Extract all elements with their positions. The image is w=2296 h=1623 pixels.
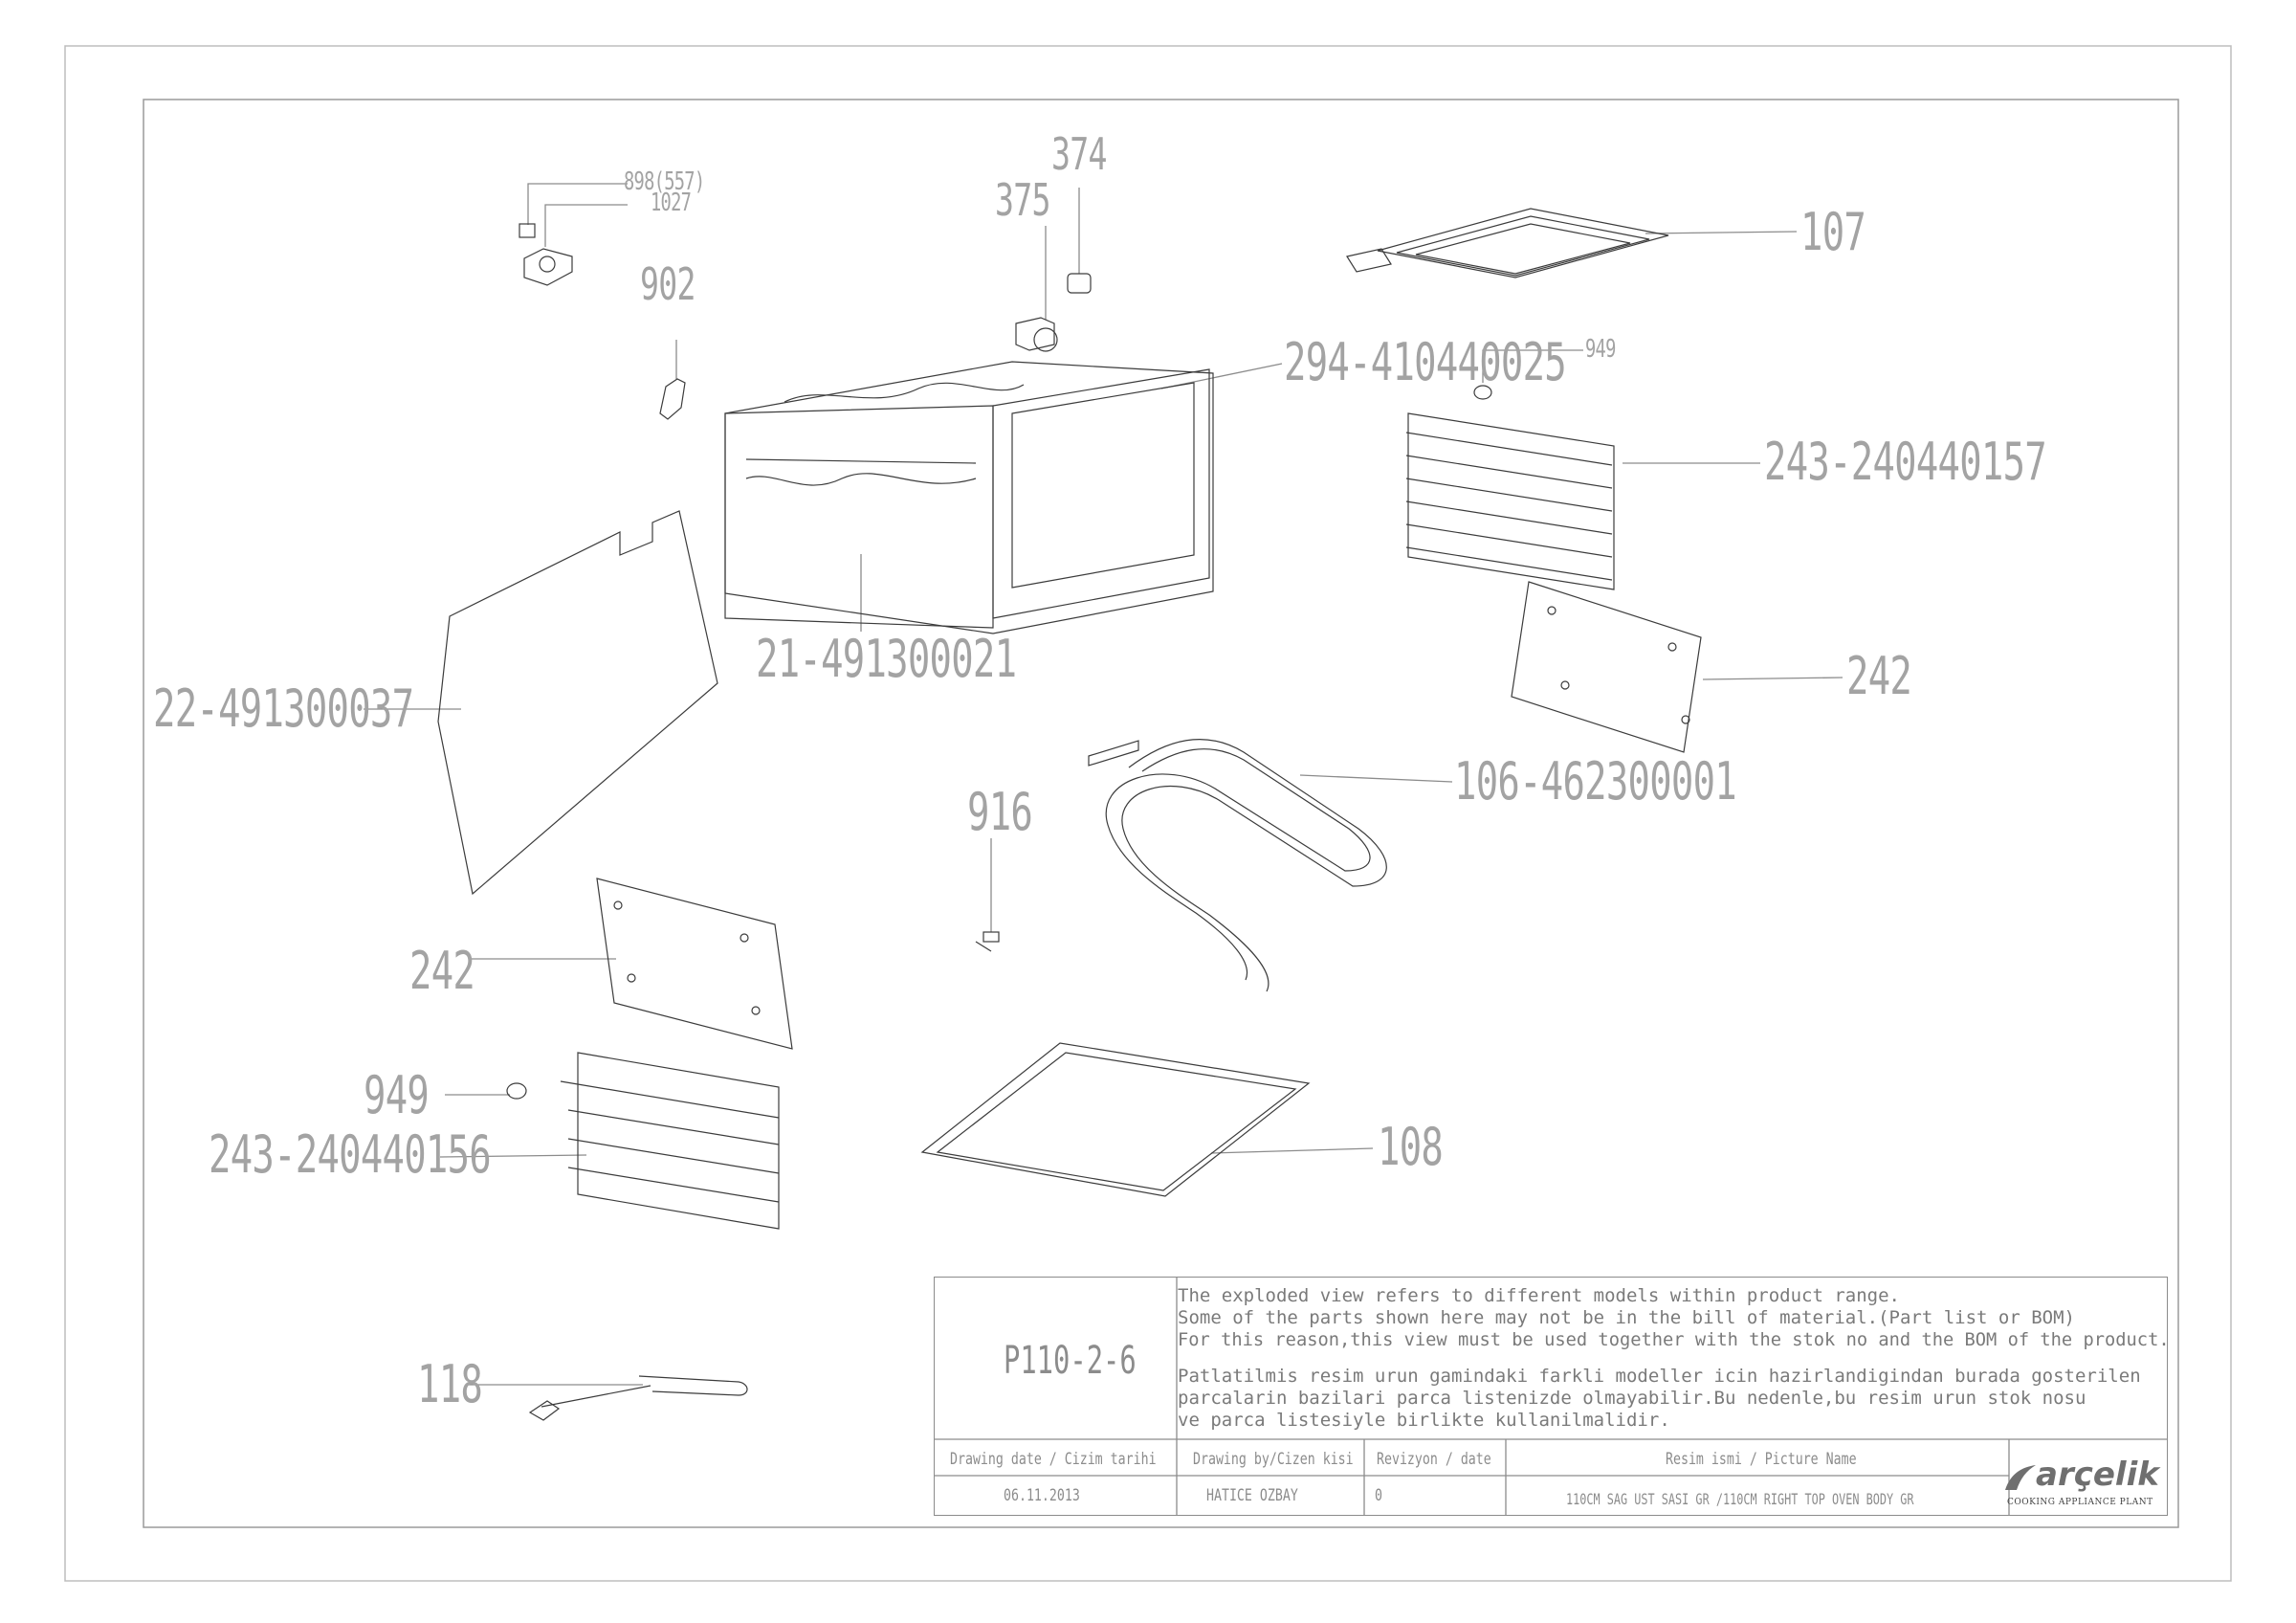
value-drawing-by: HATICE OZBAY [1206, 1486, 1298, 1505]
callout-242-right: 242 [1846, 646, 1912, 706]
note-tr-line-3: ve parca listesiyle birlikte kullanilmal… [1178, 1410, 1670, 1431]
title-block-grid [934, 1277, 2168, 1516]
note-tr-line-2: parcalarin bazilari parca listenizde olm… [1178, 1388, 2086, 1409]
header-revision: Revizyon / date [1377, 1450, 1491, 1469]
callout-22: 22-491300037 [153, 678, 414, 739]
callout-243-240440157: 243-240440157 [1764, 432, 2047, 492]
part-949-nut-top [1473, 385, 1492, 400]
part-949-nut-left [506, 1082, 527, 1100]
part-294-oven-body [724, 361, 1214, 634]
part-243-rack-right [1405, 412, 1615, 590]
leader-lines [364, 183, 1843, 1386]
drawing-number: P110-2-6 [1004, 1339, 1137, 1383]
callout-902: 902 [640, 258, 695, 310]
callout-107: 107 [1800, 202, 1866, 262]
callout-106: 106-462300001 [1454, 751, 1737, 812]
callout-243-240440156: 243-240440156 [209, 1124, 492, 1185]
part-242-panel-left [596, 878, 793, 1050]
part-242-panel-right [1511, 581, 1702, 753]
callout-21: 21-491300021 [756, 629, 1017, 689]
note-en-line-2: Some of the parts shown here may not be … [1178, 1307, 2075, 1328]
value-picture-name: 110CM SAG UST SASI GR /110CM RIGHT TOP O… [1566, 1490, 1914, 1508]
part-916-screw [975, 931, 1000, 952]
callout-242-left: 242 [409, 941, 475, 1001]
callout-898: 898(557) [624, 167, 705, 196]
value-drawing-date: 06.11.2013 [1004, 1486, 1080, 1505]
callout-375: 375 [995, 174, 1050, 226]
part-243-rack-left [560, 1052, 780, 1230]
callout-374: 374 [1051, 128, 1107, 180]
part-106-bottom-element [1088, 739, 1387, 992]
logo-wordmark: arçelik [2036, 1456, 2159, 1494]
parts [437, 208, 1702, 1421]
part-thermostat-bracket [519, 223, 573, 286]
note-tr-line-1: Patlatilmis resim urun gamindaki farkli … [1178, 1366, 2141, 1387]
callout-294: 294-410440025 [1284, 332, 1567, 392]
callout-108: 108 [1378, 1117, 1444, 1177]
value-revision: 0 [1375, 1486, 1382, 1505]
note-turkish: Patlatilmis resim urun gamindaki farkli … [1178, 1366, 2141, 1432]
callout-949-top: 949 [1585, 335, 1616, 364]
part-22-insulation [437, 510, 718, 896]
part-107-grill-element [1346, 208, 1669, 278]
outer-sheet-border [64, 45, 2232, 1582]
note-english: The exploded view refers to different mo… [1178, 1285, 2184, 1351]
inner-drawing-frame [143, 99, 2179, 1528]
part-118-element [528, 1375, 748, 1421]
callout-916: 916 [967, 782, 1033, 842]
title-block: P110-2-6 The exploded view refers to dif… [934, 1277, 2170, 1517]
note-en-line-1: The exploded view refers to different mo… [1178, 1285, 1900, 1306]
header-picture-name: Resim ismi / Picture Name [1666, 1450, 1857, 1469]
logo-tagline: COOKING APPLIANCE PLANT [2007, 1498, 2153, 1507]
note-en-line-3: For this reason,this view must be used t… [1178, 1329, 2170, 1350]
part-374-375-knobs [1015, 273, 1092, 352]
logo-swoosh-icon [2005, 1465, 2036, 1490]
header-drawing-by: Drawing by/Cizen kisi [1193, 1450, 1354, 1469]
arcelik-logo: arçelik COOKING APPLIANCE PLANT [1994, 1450, 2169, 1517]
part-108-bottom-frame [920, 1042, 1311, 1197]
header-drawing-date: Drawing date / Cizim tarihi [950, 1450, 1157, 1469]
callout-118: 118 [417, 1354, 483, 1414]
callout-949-left: 949 [364, 1065, 430, 1125]
part-902-bracket [659, 378, 686, 420]
callout-1027: 1027 [651, 189, 692, 217]
